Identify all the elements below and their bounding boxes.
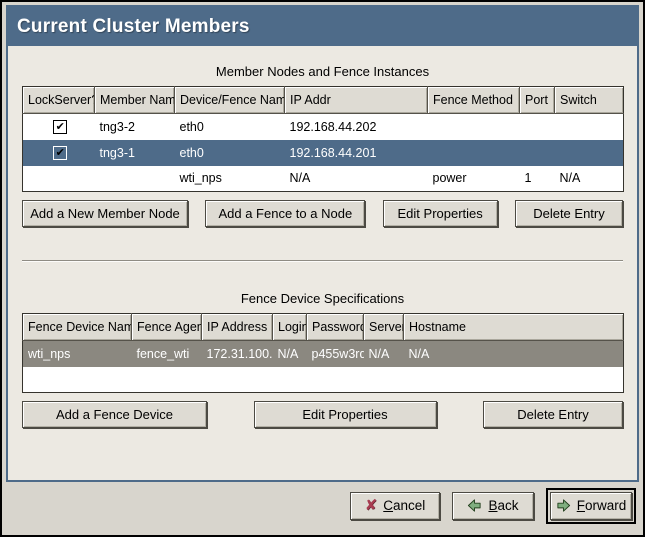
- member-name-cell: [95, 166, 175, 192]
- lockserver-checkbox[interactable]: ✔: [53, 120, 67, 134]
- member-name-cell: tng3-1: [95, 140, 175, 166]
- members-table-header: LockServer? Member Name Device/Fence Nam…: [23, 87, 624, 114]
- delete-entry-button[interactable]: Delete Entry: [515, 200, 623, 227]
- device-cell: wti_nps: [175, 166, 285, 192]
- col-ip-address[interactable]: IP Address: [202, 314, 273, 341]
- lockserver-cell: ✔: [23, 140, 95, 166]
- col-fence-device-name[interactable]: Fence Device Name: [23, 314, 132, 341]
- forward-arrow-icon: [556, 498, 571, 513]
- ip-cell: N/A: [285, 166, 428, 192]
- col-lockserver[interactable]: LockServer?: [23, 87, 95, 114]
- delete-fence-entry-button[interactable]: Delete Entry: [483, 401, 623, 428]
- login-cell: N/A: [273, 341, 307, 367]
- members-button-row: Add a New Member Node Add a Fence to a N…: [22, 200, 623, 227]
- fence-method-cell: [428, 140, 520, 166]
- fence-table-header: Fence Device Name Fence Agent IP Address…: [23, 314, 624, 341]
- ip-cell: 192.168.44.202: [285, 114, 428, 140]
- col-fence-agent[interactable]: Fence Agent: [132, 314, 202, 341]
- fence-device-name-cell: wti_nps: [23, 341, 132, 367]
- panel-titlebar: Current Cluster Members: [8, 7, 637, 46]
- lockserver-checkbox[interactable]: ✔: [53, 146, 67, 160]
- edit-fence-properties-button[interactable]: Edit Properties: [254, 401, 437, 428]
- forward-button-label: Forward: [577, 498, 627, 513]
- members-table: LockServer? Member Name Device/Fence Nam…: [22, 86, 624, 192]
- device-cell: eth0: [175, 114, 285, 140]
- password-cell: p455w3rd: [307, 341, 364, 367]
- add-member-node-button[interactable]: Add a New Member Node: [22, 200, 188, 227]
- port-cell: [520, 114, 555, 140]
- check-icon: ✔: [56, 121, 65, 133]
- lockserver-cell: [23, 166, 95, 192]
- col-switch[interactable]: Switch: [555, 87, 624, 114]
- member-row-tng3-2[interactable]: ✔ tng3-2 eth0 192.168.44.202: [23, 114, 624, 140]
- page-title: Current Cluster Members: [17, 16, 250, 38]
- col-hostname[interactable]: Hostname: [404, 314, 624, 341]
- fence-table-caption: Fence Device Specifications: [22, 291, 623, 306]
- dialog-nav-row: ✘ Cancel Back Forward: [6, 482, 639, 529]
- col-fence-method[interactable]: Fence Method: [428, 87, 520, 114]
- fence-instance-row-wti-nps[interactable]: wti_nps N/A power 1 N/A: [23, 166, 624, 192]
- back-button[interactable]: Back: [452, 492, 534, 520]
- fence-method-cell: power: [428, 166, 520, 192]
- back-button-label: Back: [488, 498, 518, 513]
- col-device-fence-name[interactable]: Device/Fence Name: [175, 87, 285, 114]
- forward-button[interactable]: Forward: [550, 492, 632, 520]
- ip-cell: 192.168.44.201: [285, 140, 428, 166]
- server-cell: N/A: [364, 341, 404, 367]
- fence-button-row: Add a Fence Device Edit Properties Delet…: [22, 401, 623, 428]
- switch-cell: [555, 114, 624, 140]
- switch-cell: [555, 140, 624, 166]
- switch-cell: N/A: [555, 166, 624, 192]
- edit-properties-button[interactable]: Edit Properties: [383, 200, 498, 227]
- port-cell: 1: [520, 166, 555, 192]
- hostname-cell: N/A: [404, 341, 624, 367]
- back-arrow-icon: [467, 498, 482, 513]
- cancel-x-icon: ✘: [365, 498, 378, 513]
- col-port[interactable]: Port: [520, 87, 555, 114]
- fence-agent-cell: fence_wti: [132, 341, 202, 367]
- cancel-button[interactable]: ✘ Cancel: [350, 492, 440, 520]
- ip-address-cell: 172.31.100.1: [202, 341, 273, 367]
- col-server[interactable]: Server: [364, 314, 404, 341]
- device-cell: eth0: [175, 140, 285, 166]
- cancel-button-label: Cancel: [383, 498, 425, 513]
- members-table-caption: Member Nodes and Fence Instances: [22, 64, 623, 79]
- lockserver-cell: ✔: [23, 114, 95, 140]
- check-icon: ✔: [56, 147, 65, 159]
- main-panel: Current Cluster Members Member Nodes and…: [6, 5, 639, 482]
- fence-devices-table: Fence Device Name Fence Agent IP Address…: [22, 313, 624, 393]
- fence-table-empty-area: [23, 367, 624, 393]
- fence-method-cell: [428, 114, 520, 140]
- col-login[interactable]: Login: [273, 314, 307, 341]
- add-fence-to-node-button[interactable]: Add a Fence to a Node: [205, 200, 365, 227]
- col-member-name[interactable]: Member Name: [95, 87, 175, 114]
- col-ip-addr[interactable]: IP Addr: [285, 87, 428, 114]
- port-cell: [520, 140, 555, 166]
- panel-content: Member Nodes and Fence Instances LockSer…: [8, 64, 637, 428]
- member-row-tng3-1-selected[interactable]: ✔ tng3-1 eth0 192.168.44.201: [23, 140, 624, 166]
- member-name-cell: tng3-2: [95, 114, 175, 140]
- fence-device-row-wti-nps-selected[interactable]: wti_nps fence_wti 172.31.100.1 N/A p455w…: [23, 341, 624, 367]
- section-separator: [22, 260, 623, 262]
- col-password[interactable]: Password: [307, 314, 364, 341]
- forward-default-ring: Forward: [546, 488, 636, 524]
- add-fence-device-button[interactable]: Add a Fence Device: [22, 401, 207, 428]
